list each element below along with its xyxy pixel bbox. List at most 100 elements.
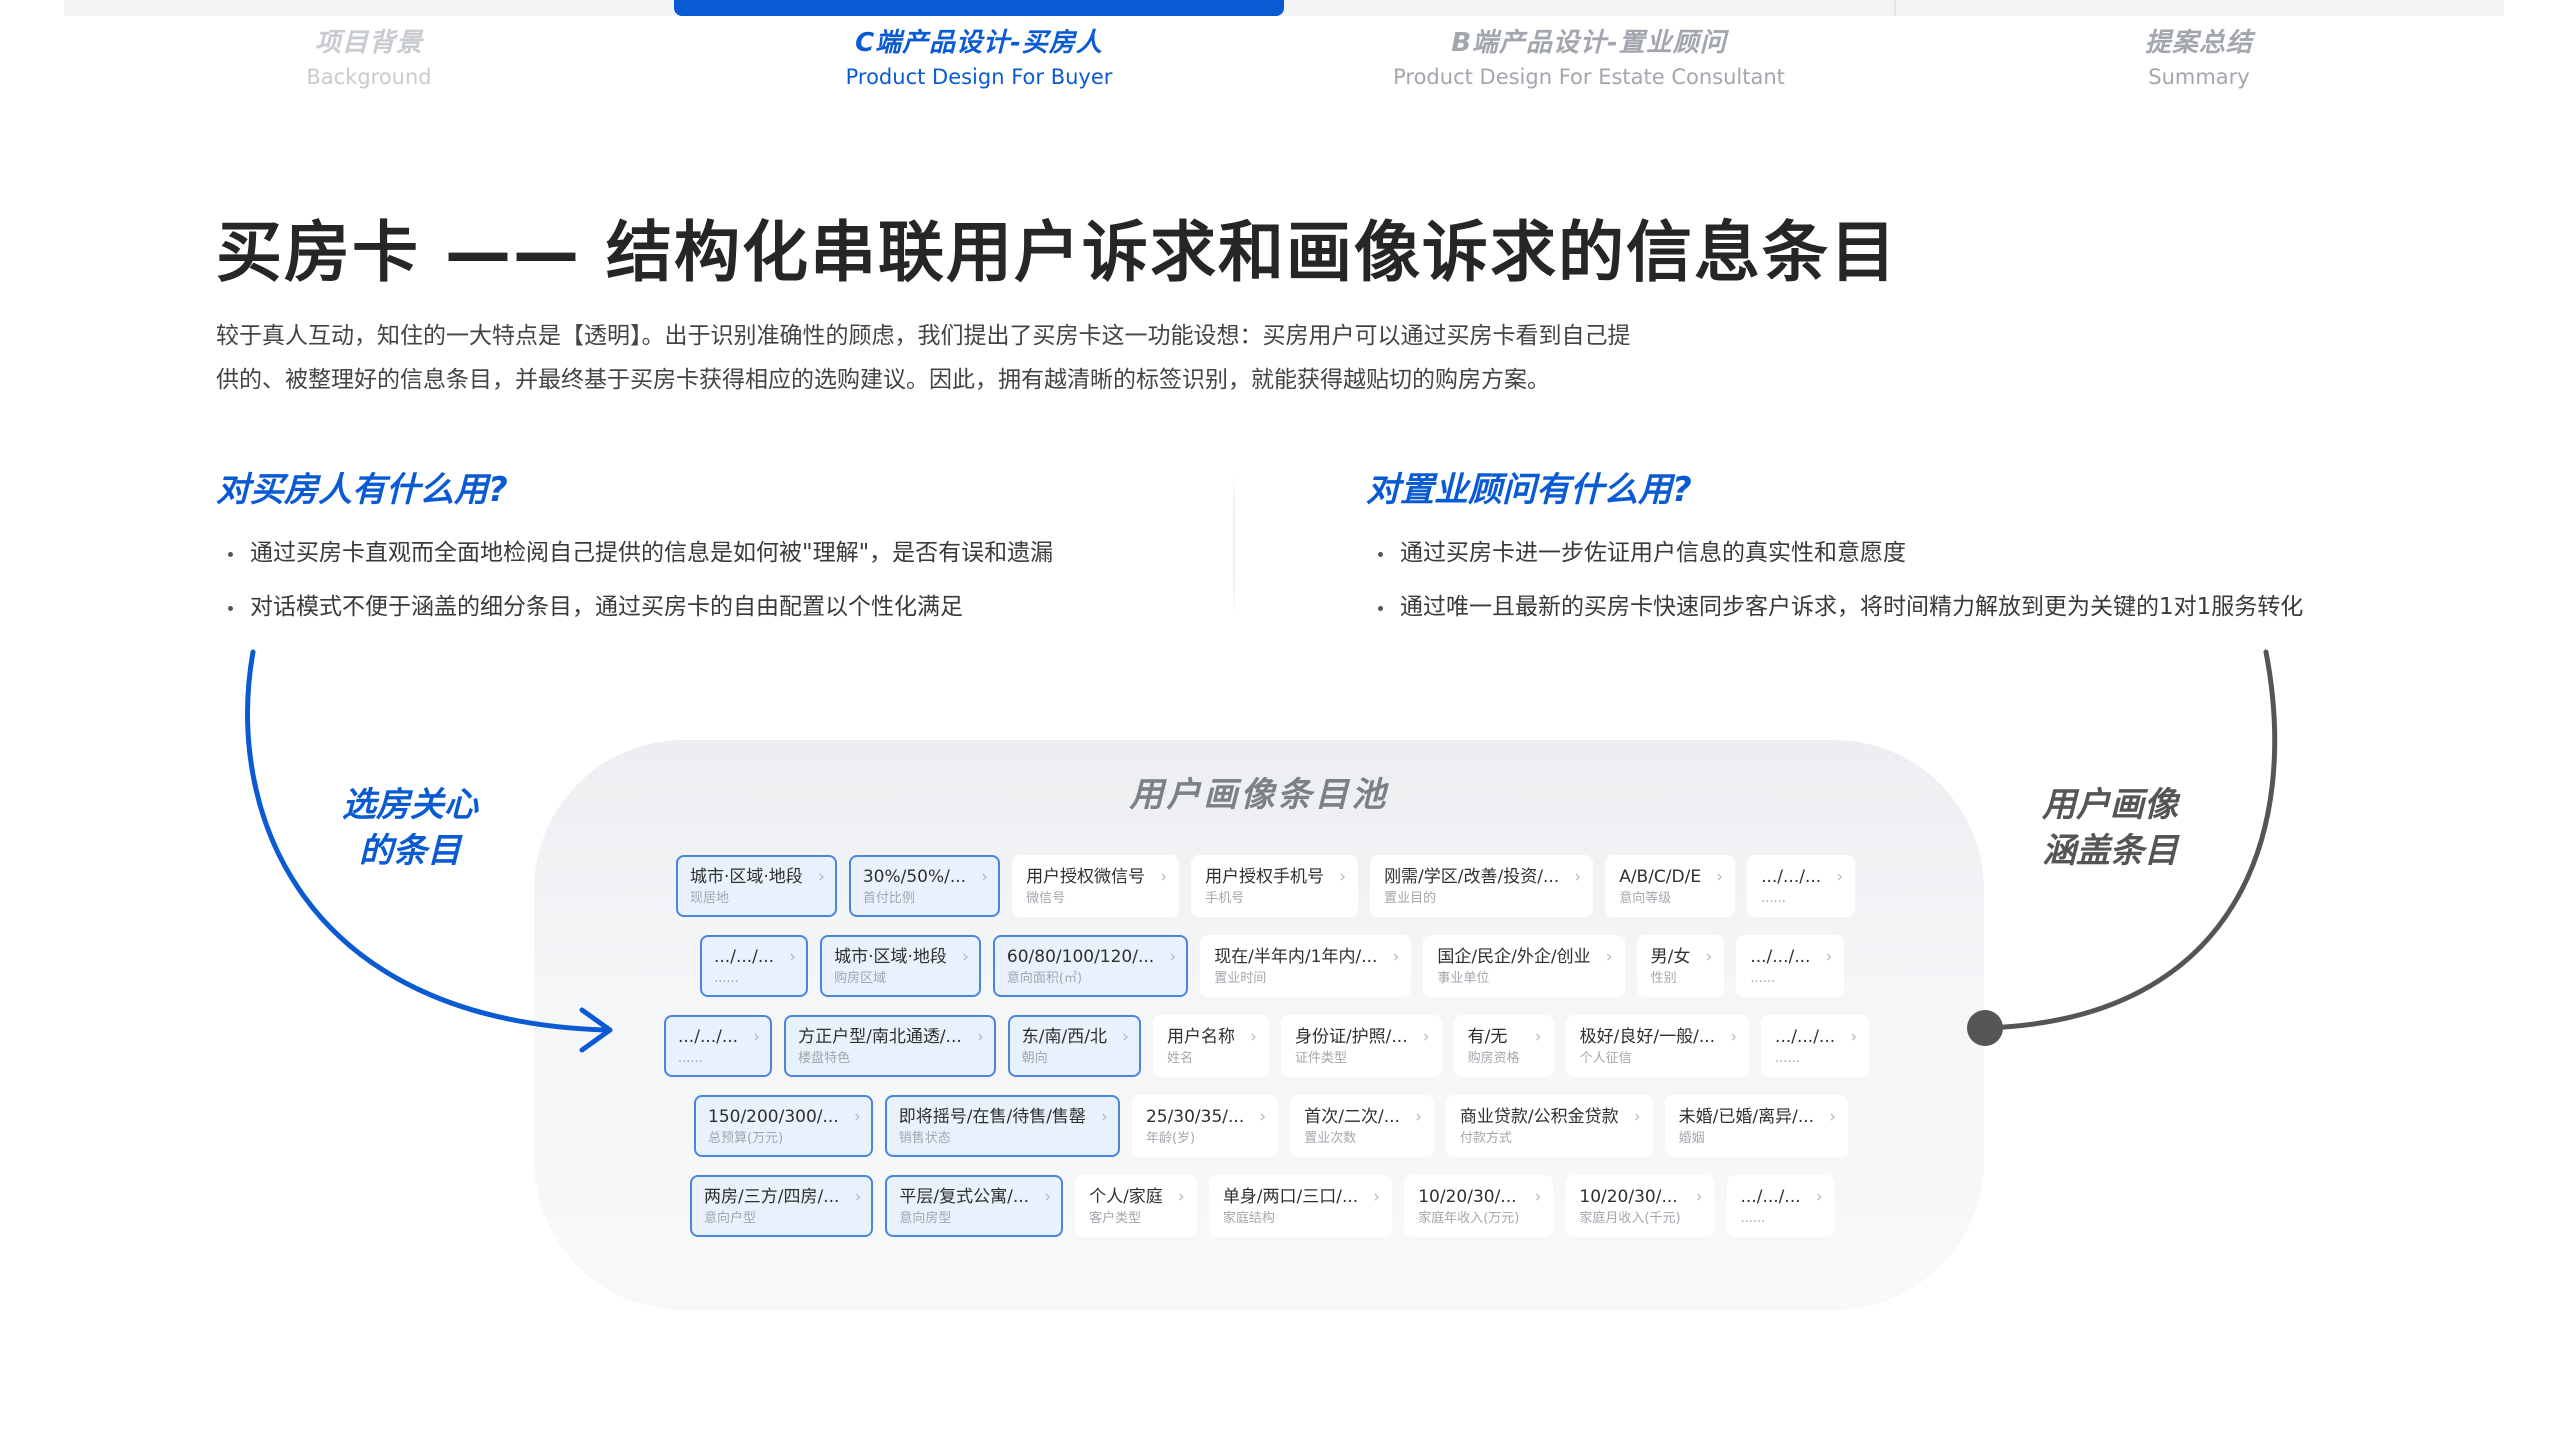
- chip-category: 意向等级: [1619, 891, 1672, 906]
- chip-value: 城市·区域·地段: [690, 867, 803, 887]
- chip-value: 男/女: [1650, 947, 1691, 967]
- tab-label-en: Product Design For Buyer: [845, 65, 1113, 89]
- pool-chip[interactable]: 现在/半年内/1年内/...置业时间›: [1200, 935, 1412, 997]
- chevron-right-icon: ›: [1339, 867, 1347, 887]
- chip-category: ......: [1740, 1211, 1766, 1226]
- pool-row: .../.../.........›城市·区域·地段购房区域›60/80/100…: [700, 935, 1845, 997]
- pool-chip[interactable]: 个人/家庭客户类型›: [1075, 1175, 1197, 1237]
- chevron-right-icon: ›: [1259, 1107, 1267, 1127]
- pool-chip[interactable]: 商业贷款/公积金贷款付款方式›: [1445, 1095, 1653, 1157]
- pool-chip-selected[interactable]: 方正户型/南北通透/...楼盘特色›: [784, 1015, 996, 1077]
- pool-chip[interactable]: 10/20/30/...家庭月收入(千元)›: [1565, 1175, 1715, 1237]
- pool-chip[interactable]: .../.../.........›: [1761, 1015, 1870, 1077]
- pool-chip[interactable]: 10/20/30/...家庭年收入(万元)›: [1404, 1175, 1554, 1237]
- chevron-right-icon: ›: [1122, 1027, 1129, 1047]
- pool-chip[interactable]: 单身/两口/三口/...家庭结构›: [1208, 1175, 1393, 1237]
- list-item: 通过买房卡直观而全面地检阅自己提供的信息是如何被"理解"，是否有误和遗漏: [216, 526, 1053, 580]
- chip-category: 家庭年收入(万元): [1418, 1211, 1520, 1226]
- pool-chip[interactable]: 未婚/已婚/离异/...婚姻›: [1664, 1095, 1849, 1157]
- chip-value: .../.../...: [1750, 947, 1811, 967]
- chip-category: 意向户型: [704, 1211, 757, 1226]
- pool-chip-selected[interactable]: 城市·区域·地段现居地 ›: [676, 855, 837, 917]
- tab-background[interactable]: 项目背景 Background: [64, 24, 674, 92]
- consultant-benefits-list: 通过买房卡进一步佐证用户信息的真实性和意愿度 通过唯一且最新的买房卡快速同步客户…: [1366, 526, 2303, 634]
- list-item: 通过买房卡进一步佐证用户信息的真实性和意愿度: [1366, 526, 2303, 580]
- top-navigation: 项目背景 Background C端产品设计-买房人 Product Desig…: [64, 0, 2504, 110]
- label-line: 用户画像: [2042, 785, 2178, 825]
- tab-summary[interactable]: 提案总结 Summary: [1894, 24, 2504, 92]
- chip-value: 用户授权手机号: [1205, 867, 1325, 887]
- pool-chip-selected[interactable]: .../.../.........›: [664, 1015, 773, 1077]
- pool-chip-selected[interactable]: 城市·区域·地段购房区域›: [820, 935, 981, 997]
- chip-value: 首次/二次/...: [1304, 1107, 1400, 1127]
- chip-category: ......: [1761, 891, 1786, 906]
- intro-paragraph: 较于真人互动，知住的一大特点是【透明】。出于识别准确性的顾虑，我们提出了买房卡这…: [216, 314, 1776, 402]
- pool-chip-selected[interactable]: 东/南/西/北朝向›: [1007, 1015, 1141, 1077]
- chevron-right-icon: ›: [1250, 1027, 1257, 1047]
- pool-chip[interactable]: 用户授权手机号手机号›: [1191, 855, 1359, 917]
- chip-value: 个人/家庭: [1089, 1187, 1163, 1207]
- pool-chip[interactable]: 有/无购房资格›: [1453, 1015, 1554, 1077]
- chip-category: 性别: [1650, 971, 1677, 986]
- pool-chip-selected[interactable]: 即将摇号/在售/待售/售罄销售状态›: [884, 1095, 1120, 1157]
- chip-value: 30%/50%/...: [862, 867, 967, 887]
- chevron-right-icon: ›: [1422, 1027, 1430, 1047]
- chevron-right-icon: ›: [818, 867, 825, 887]
- pool-chip[interactable]: 用户授权微信号微信号 ›: [1012, 855, 1180, 917]
- chevron-right-icon: ›: [853, 1107, 861, 1127]
- pool-chip[interactable]: .../.../.........›: [1736, 935, 1845, 997]
- pool-chip-selected[interactable]: 60/80/100/120/...意向面积(㎡)›: [992, 935, 1189, 997]
- pool-chip[interactable]: 身份证/护照/...证件类型›: [1280, 1015, 1442, 1077]
- chevron-right-icon: ›: [1160, 867, 1168, 887]
- pool-chip[interactable]: 刚需/学区/改善/投资/...置业目的›: [1370, 855, 1594, 917]
- pool-chip[interactable]: 用户名称姓名›: [1152, 1015, 1269, 1077]
- tab-label-zh: C端产品设计-买房人: [855, 28, 1103, 58]
- chip-category: 微信号: [1026, 891, 1066, 906]
- pool-chip[interactable]: 极好/良好/一般/...个人征信›: [1565, 1015, 1750, 1077]
- pool-chip-selected[interactable]: 两房/三方/四房/...意向户型›: [690, 1175, 874, 1237]
- chip-category: 现居地: [690, 891, 730, 906]
- pool-chip-selected[interactable]: 平层/复式公寓/...意向房型›: [885, 1175, 1064, 1237]
- chip-category: 意向房型: [899, 1211, 952, 1226]
- chip-value: 60/80/100/120/...: [1006, 947, 1155, 967]
- chip-category: 置业时间: [1214, 971, 1267, 986]
- chip-category: 置业目的: [1384, 891, 1437, 906]
- chevron-right-icon: ›: [1415, 1107, 1422, 1127]
- pool-chip[interactable]: .../.../.........›: [1726, 1175, 1835, 1237]
- chip-value: 单身/两口/三口/...: [1222, 1187, 1359, 1207]
- chip-value: 150/200/300/...: [708, 1107, 839, 1127]
- chip-category: 楼盘特色: [798, 1051, 851, 1066]
- chip-category: 意向面积(㎡): [1006, 971, 1083, 986]
- tab-label-zh: 项目背景: [314, 28, 423, 58]
- chip-category: 付款方式: [1459, 1131, 1512, 1146]
- chip-value: 用户授权微信号: [1026, 867, 1146, 887]
- chip-category: 朝向: [1021, 1051, 1048, 1066]
- chip-category: 婚姻: [1678, 1131, 1705, 1146]
- pool-chip[interactable]: 25/30/35/...年龄(岁)›: [1131, 1095, 1279, 1157]
- chevron-right-icon: ›: [1373, 1187, 1381, 1207]
- chip-category: 年龄(岁): [1145, 1131, 1196, 1146]
- pool-chip[interactable]: 首次/二次/...置业次数›: [1290, 1095, 1434, 1157]
- chevron-right-icon: ›: [1705, 947, 1713, 967]
- tab-product-design-consultant[interactable]: B端产品设计-置业顾问 Product Design For Estate Co…: [1284, 24, 1894, 92]
- pool-chip[interactable]: .../.../.........›: [1747, 855, 1856, 917]
- pool-chip[interactable]: 国企/民企/外企/创业事业单位›: [1423, 935, 1625, 997]
- pool-chip-selected[interactable]: .../.../.........›: [700, 935, 809, 997]
- tab-product-design-buyer[interactable]: C端产品设计-买房人 Product Design For Buyer: [674, 24, 1284, 92]
- tab-label-zh: 提案总结: [2144, 28, 2253, 58]
- chip-value: A/B/C/D/E: [1619, 867, 1702, 887]
- chevron-right-icon: ›: [981, 867, 989, 887]
- chip-category: 购房区域: [834, 971, 887, 986]
- chip-category: 姓名: [1166, 1051, 1193, 1066]
- column-divider: [1233, 470, 1235, 620]
- pool-chip-selected[interactable]: 30%/50%/...首付比例›: [848, 855, 1001, 917]
- buyer-benefits-heading: 对买房人有什么用?: [216, 470, 508, 510]
- chevron-right-icon: ›: [1101, 1107, 1108, 1127]
- nav-progress-track: [64, 0, 2504, 16]
- pool-chip[interactable]: 男/女性别 ›: [1636, 935, 1725, 997]
- pool-title: 用户画像条目池: [1129, 775, 1389, 815]
- buyer-benefits-list: 通过买房卡直观而全面地检阅自己提供的信息是如何被"理解"，是否有误和遗漏 对话模…: [216, 526, 1053, 634]
- pool-chip-selected[interactable]: 150/200/300/...总预算(万元)›: [694, 1095, 873, 1157]
- chevron-right-icon: ›: [1534, 1187, 1542, 1207]
